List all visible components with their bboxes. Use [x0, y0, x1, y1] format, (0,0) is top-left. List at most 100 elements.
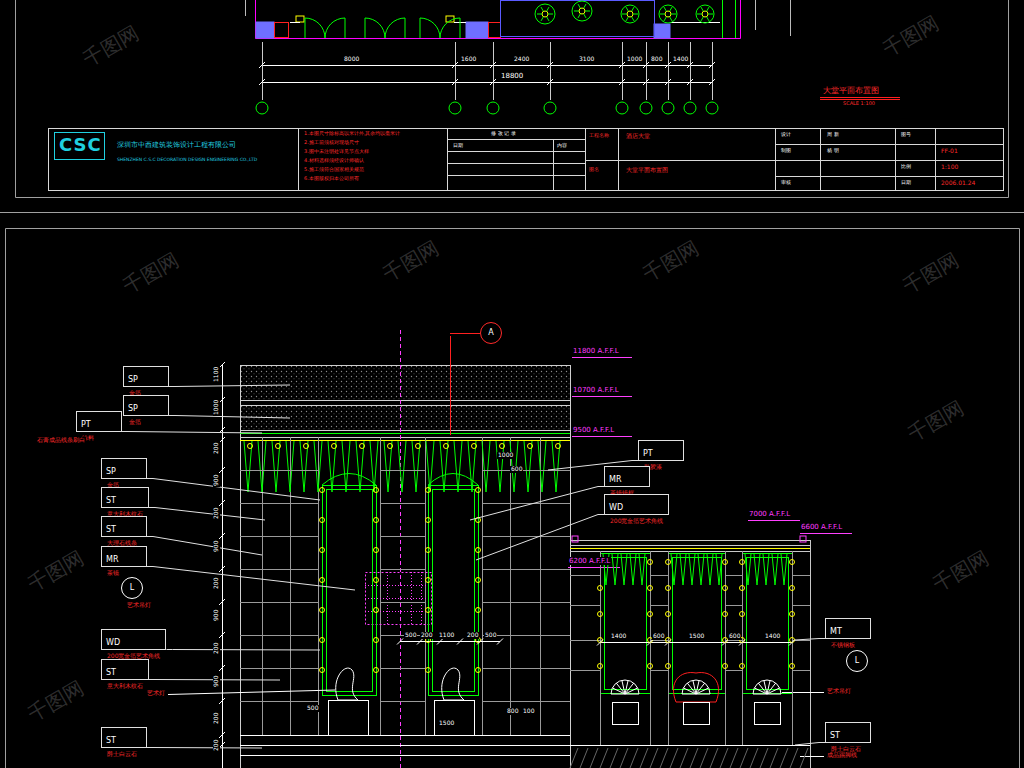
annotation-text: 杨 明 [826, 148, 840, 154]
rosette [666, 560, 671, 565]
drapery-spike [454, 441, 462, 492]
rosette [374, 608, 379, 613]
rosette [426, 548, 431, 553]
drapery-spike [356, 441, 364, 492]
plant-spoke [670, 17, 673, 21]
dimension-tick [597, 640, 603, 646]
drawing-line [654, 24, 670, 38]
annotation-text: 5.施工须符合国家相关规范 [303, 167, 365, 173]
drawing-line [673, 558, 722, 690]
drawing-line [329, 701, 369, 736]
stone-joint [380, 602, 425, 603]
annotation-text: 18800 [500, 72, 524, 80]
tag-code: PT [639, 448, 657, 460]
dimension-tick [722, 640, 728, 646]
tag-code: SP [124, 403, 142, 415]
stone-joint [570, 575, 600, 576]
floor-hatch [660, 748, 668, 768]
rosette [666, 664, 671, 669]
plant-spoke [671, 14, 676, 15]
leader-line [147, 747, 262, 749]
dimension-tick [497, 639, 503, 645]
rosette [790, 638, 795, 643]
stone-joint [725, 575, 742, 576]
drawing-line [240, 736, 570, 756]
drapery-spike [772, 554, 778, 585]
dimension-tick [219, 742, 225, 748]
drawing-line [262, 66, 712, 83]
drapery-spike [258, 441, 266, 492]
leader-line [147, 479, 320, 501]
title-block [49, 128, 1004, 191]
drawing-line [572, 1, 592, 21]
drawing-line [702, 11, 708, 17]
dimension-tick [219, 500, 225, 506]
annotation-text: 2400 [513, 56, 530, 63]
annotation-text: 7000 A.F.F.L [748, 510, 791, 518]
drapery-spike [781, 554, 787, 585]
stone-joint [240, 701, 318, 702]
rosette [790, 612, 795, 617]
material-name: 200宽金箔艺术角线 [609, 517, 664, 525]
annotation-text: 深圳市中西建筑装饰设计工程有限公司 [116, 141, 237, 149]
dimension-tick [219, 397, 225, 403]
rosette [528, 444, 533, 449]
grid-bubble [706, 102, 718, 114]
rosette [416, 444, 421, 449]
dimension-tick [547, 79, 553, 85]
tag-code: ST [826, 730, 844, 742]
annotation-text: 1400 [672, 56, 689, 63]
rosette [648, 560, 653, 565]
grid-bubble [487, 102, 499, 114]
leader-line [166, 649, 320, 651]
dimension-tick [397, 639, 403, 645]
plant-spoke [664, 17, 667, 21]
extension-line [646, 42, 647, 100]
annotation-text: 600 [728, 633, 741, 640]
annotation-text: 制图 [780, 148, 792, 154]
annotation-text: 艺术吊灯 [826, 688, 852, 695]
drawing-line [570, 540, 811, 768]
rosette [740, 664, 745, 669]
floor-hatch [570, 748, 578, 768]
material-name: 茶镜 [106, 569, 120, 577]
drawing-line [782, 693, 824, 757]
dimension-tick [789, 640, 795, 646]
annotation-text: 成品踢脚线 [826, 752, 858, 759]
drawing-line [256, 22, 274, 38]
shell-sculpture [682, 680, 710, 694]
drawing-line [747, 558, 789, 690]
leader-line [169, 416, 290, 419]
drawing-line [240, 365, 570, 400]
watermark: 千图网 [118, 248, 183, 299]
material-tag: WD200宽金箔艺术角线 [604, 494, 669, 515]
rosette [723, 612, 728, 617]
rosette [304, 444, 309, 449]
dimension-tick [709, 62, 715, 68]
floor-hatch [620, 748, 628, 768]
annotation-text: 内容 [556, 143, 568, 149]
stone-joint [482, 470, 570, 471]
rosette [500, 444, 505, 449]
leader-line [470, 487, 604, 521]
material-tag: MT不锈钢板 [825, 618, 871, 639]
dimension-tick [259, 79, 265, 85]
material-tag: SP金箔 [123, 366, 169, 387]
dimension-tick [457, 639, 463, 645]
dimension-text: 1000 [213, 399, 220, 416]
material-name: 不锈钢板 [830, 641, 856, 649]
plant-spoke [585, 11, 590, 12]
material-tag: ST意大利木纹石 [101, 659, 149, 680]
rosette [248, 444, 253, 449]
plant-spoke [574, 11, 579, 12]
dimension-text: 200 [213, 442, 220, 455]
drawing-line [450, 334, 480, 436]
stone-joint [240, 668, 318, 669]
drawing-line [601, 554, 651, 694]
pilaster-line [742, 551, 743, 745]
tag-code: SP [102, 466, 120, 478]
dimension-tick [709, 79, 715, 85]
drawing-line [327, 490, 373, 692]
drawing-line [820, 98, 900, 100]
dimension-tick [647, 640, 653, 646]
